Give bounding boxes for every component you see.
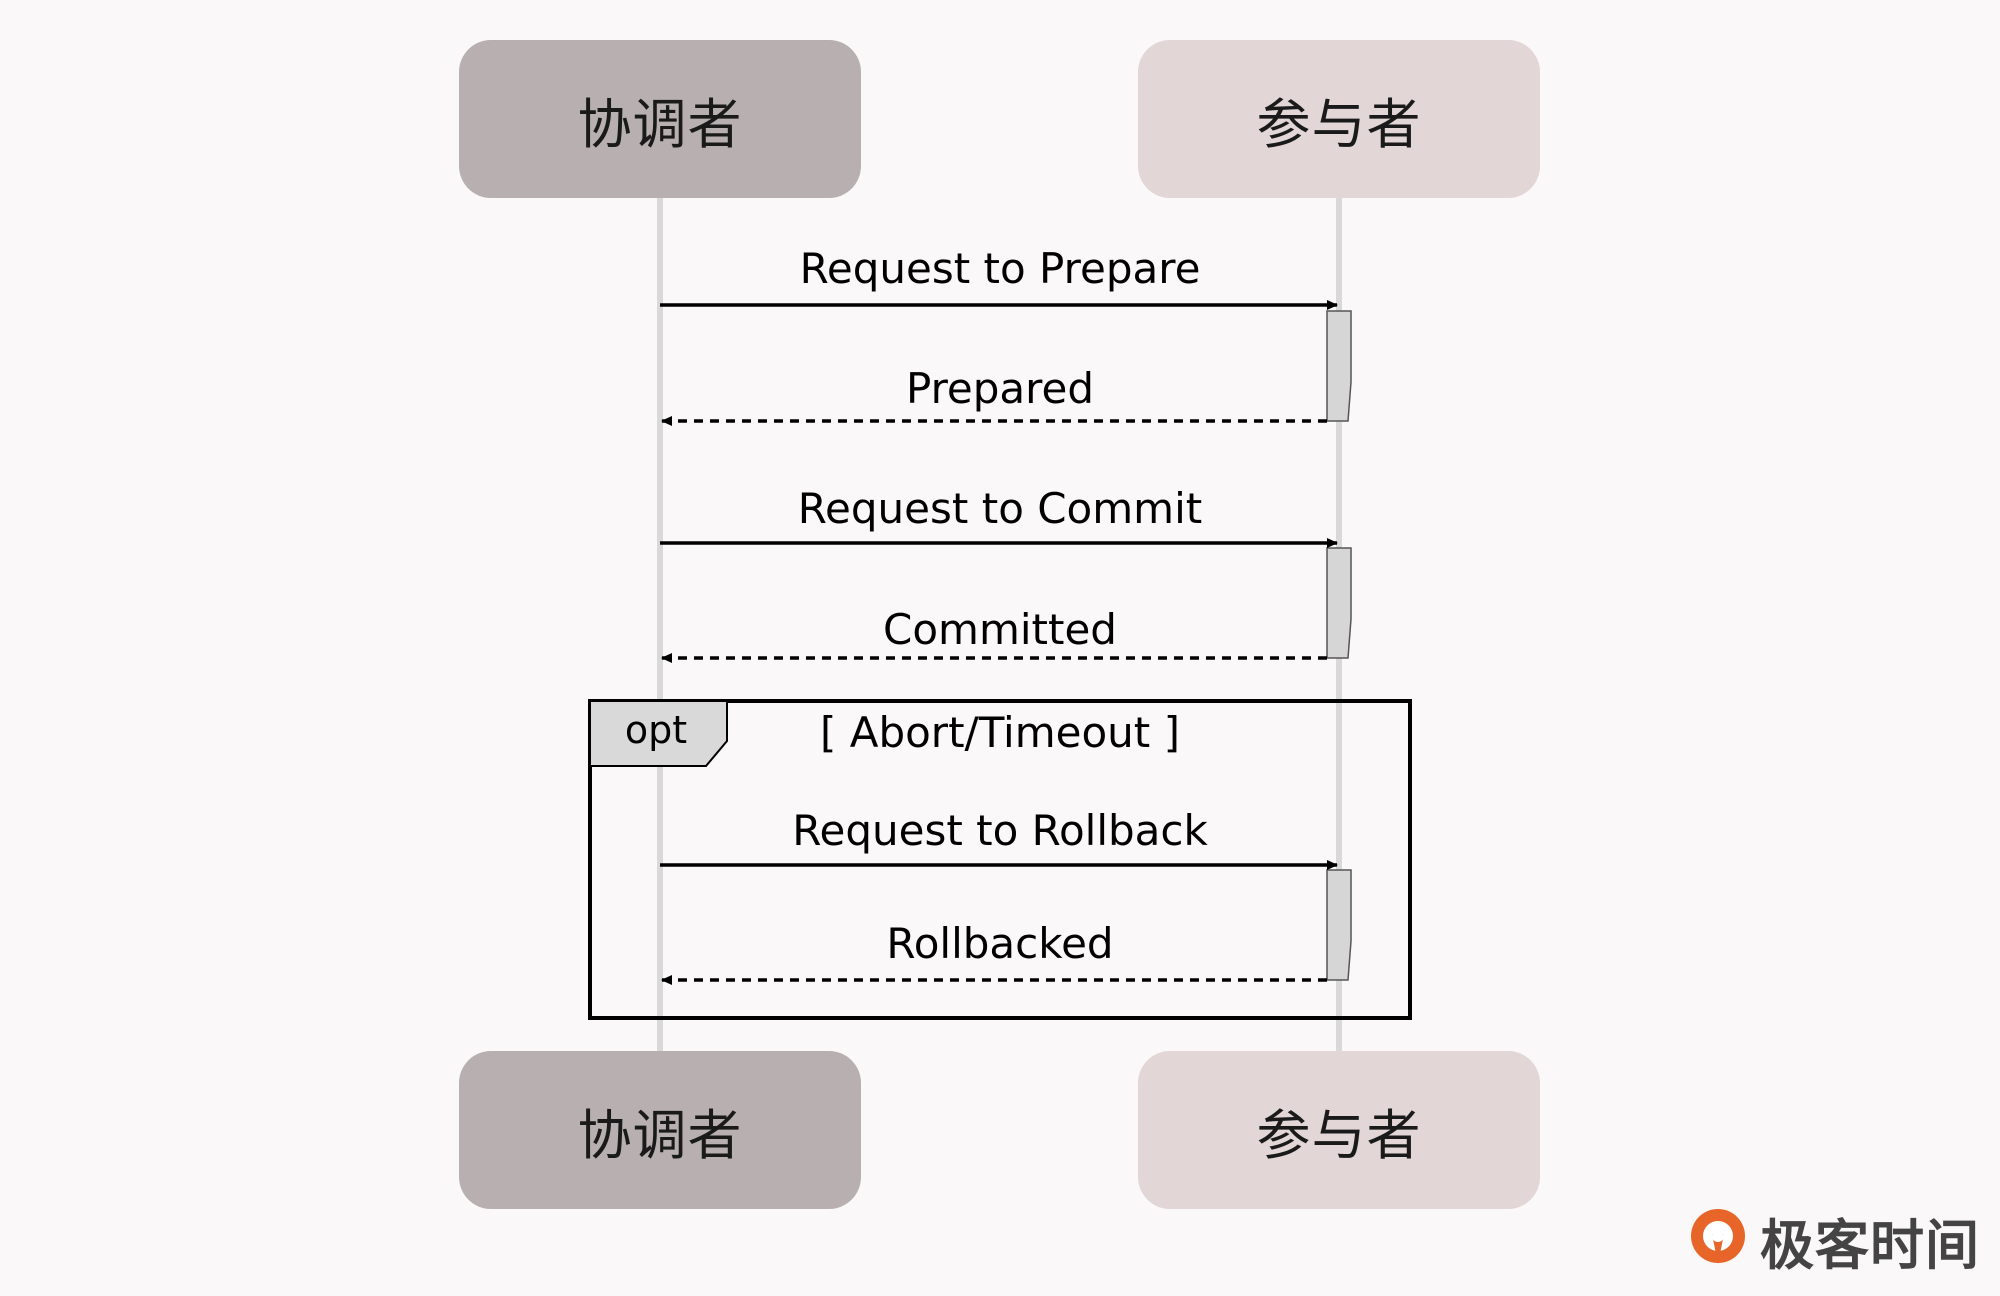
message-label: Request to Commit bbox=[798, 484, 1202, 533]
message-label: Rollbacked bbox=[886, 919, 1113, 968]
coordinator-label: 协调者 bbox=[577, 1103, 743, 1167]
brand-logo-icon bbox=[1691, 1209, 1745, 1264]
message-request-to-prepare: Request to Prepare bbox=[660, 244, 1338, 310]
opt-fragment-tab bbox=[589, 700, 728, 767]
activation-bar bbox=[1326, 310, 1352, 422]
brand-watermark: 极客时间 bbox=[1686, 1206, 1980, 1277]
participant-header: 参与者 bbox=[1138, 40, 1540, 198]
message-committed: Committed bbox=[661, 605, 1327, 663]
participant-label: 参与者 bbox=[1256, 1103, 1422, 1167]
participant-footer: 参与者 bbox=[1138, 1051, 1540, 1209]
message-prepared: Prepared bbox=[661, 364, 1327, 426]
message-label: Committed bbox=[883, 605, 1117, 654]
activation-bar bbox=[1326, 869, 1352, 981]
message-request-to-rollback: Request to Rollback bbox=[660, 806, 1338, 870]
message-label: Request to Prepare bbox=[800, 244, 1201, 293]
participant-label: 参与者 bbox=[1256, 92, 1422, 156]
coordinator-header: 协调者 bbox=[459, 40, 861, 198]
message-rollbacked: Rollbacked bbox=[661, 919, 1327, 985]
message-label: Prepared bbox=[906, 364, 1094, 413]
message-request-to-commit: Request to Commit bbox=[660, 484, 1338, 548]
opt-operator-label: opt bbox=[625, 708, 687, 752]
coordinator-footer: 协调者 bbox=[459, 1051, 861, 1209]
brand-name: 极客时间 bbox=[1760, 1213, 1980, 1277]
opt-fragment-frame bbox=[588, 699, 1412, 1020]
activation-bar bbox=[1326, 547, 1352, 659]
message-label: Request to Rollback bbox=[792, 806, 1208, 855]
opt-guard-label: [ Abort/Timeout ] bbox=[820, 708, 1180, 757]
coordinator-label: 协调者 bbox=[577, 92, 743, 156]
